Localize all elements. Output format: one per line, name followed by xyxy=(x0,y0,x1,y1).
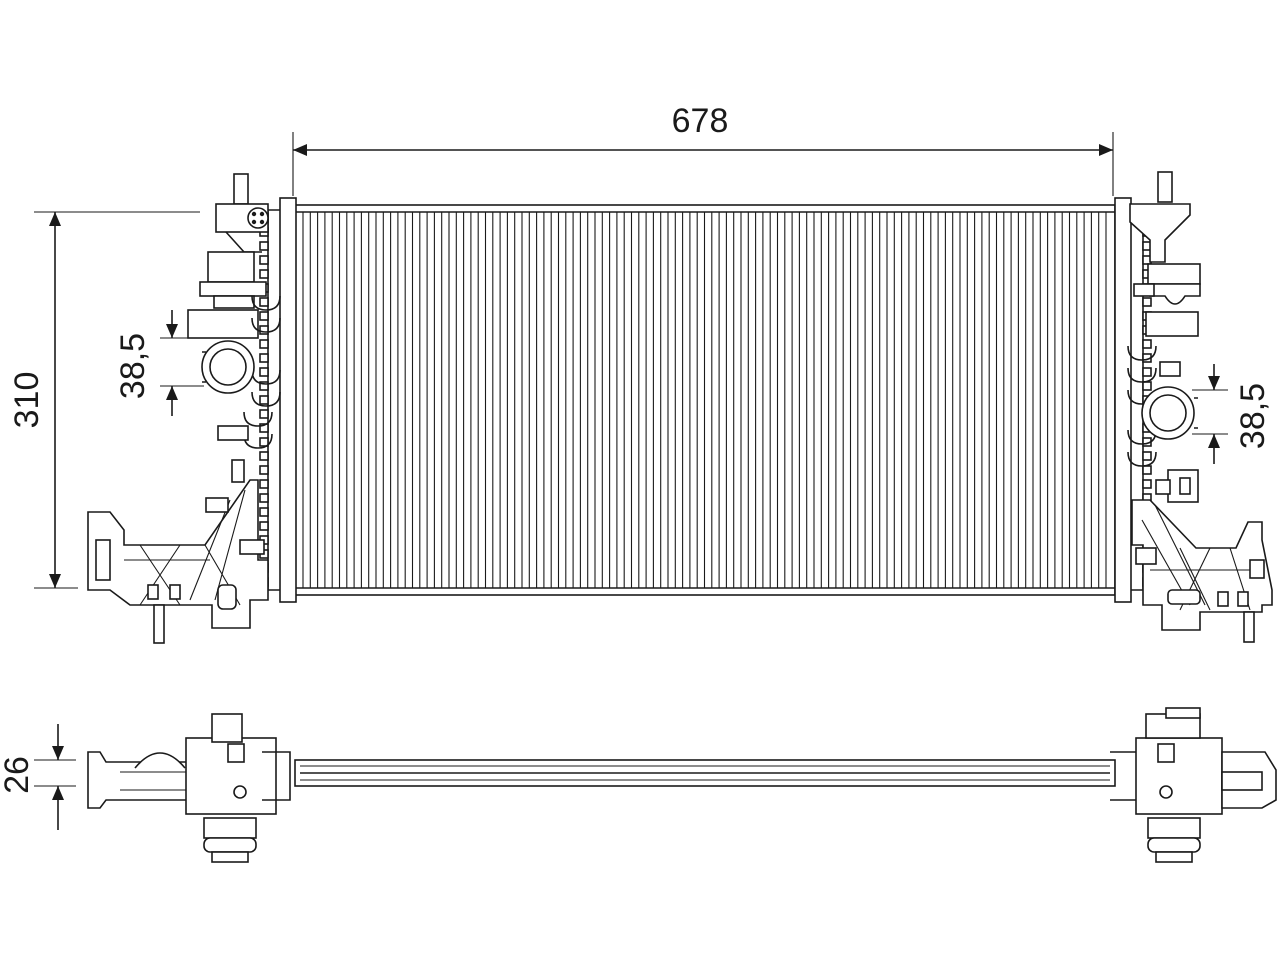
side-left-tank xyxy=(87,713,291,863)
left-pipe-label: 38,5 xyxy=(114,333,152,399)
width-label: 678 xyxy=(672,102,729,140)
dimension-width: 678 xyxy=(292,102,1114,196)
height-label: 310 xyxy=(8,372,46,429)
depth-label: 26 xyxy=(0,756,36,794)
right-pipe-label: 38,5 xyxy=(1234,383,1272,449)
side-right-tank xyxy=(1110,707,1277,863)
dimension-depth: 26 xyxy=(0,724,76,830)
dimension-right-pipe: 38,5 xyxy=(1192,364,1272,464)
dimension-height: 310 xyxy=(8,211,200,589)
side-view xyxy=(87,707,1277,863)
right-header-tank xyxy=(1114,171,1273,643)
dimension-left-pipe: 38,5 xyxy=(114,310,204,416)
left-header-tank xyxy=(87,173,297,644)
front-view xyxy=(87,171,1273,644)
radiator-fins xyxy=(302,212,1107,588)
